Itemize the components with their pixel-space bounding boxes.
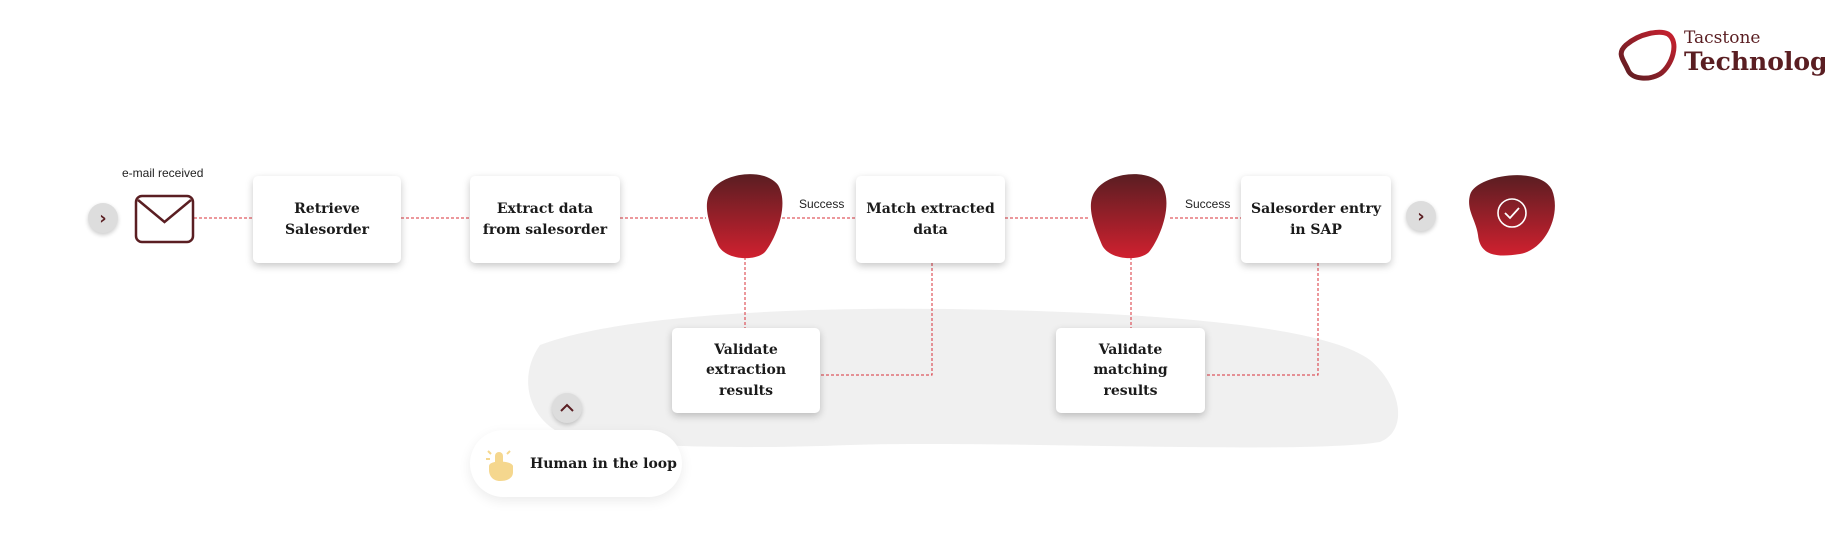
end-event [1469, 175, 1555, 256]
step-validate-extraction[interactable]: Validate extraction results [672, 328, 820, 413]
step-salesorder-entry[interactable]: Salesorder entry in SAP [1241, 176, 1391, 263]
decision-gateway-2 [1090, 174, 1167, 259]
logo-mark [1618, 29, 1677, 81]
step-extract-data[interactable]: Extract data from salesorder [470, 176, 620, 263]
envelope-icon [134, 194, 195, 244]
collapse-button[interactable] [552, 393, 582, 423]
next-arrow-button[interactable]: › [1406, 201, 1436, 231]
human-in-the-loop-pill[interactable]: Human in the loop [470, 430, 682, 497]
trigger-label: e-mail received [122, 166, 204, 180]
step-validate-matching[interactable]: Validate matching results [1056, 328, 1205, 413]
chevron-right-icon: › [1417, 205, 1425, 227]
chevron-right-icon: › [99, 207, 107, 229]
decision-gateway-1 [706, 174, 783, 259]
step-match-data[interactable]: Match extracted data [856, 176, 1005, 263]
hand-tap-icon [486, 449, 513, 481]
logo-text: Tacstone Technology [1684, 28, 1825, 76]
start-arrow-button[interactable]: › [88, 203, 118, 233]
chevron-up-icon [560, 403, 574, 412]
human-in-the-loop-label: Human in the loop [530, 455, 677, 472]
logo-line2: Technology [1684, 47, 1825, 76]
check-circle-icon [1497, 198, 1527, 228]
step-retrieve-salesorder[interactable]: Retrieve Salesorder [253, 176, 401, 263]
logo-line1: Tacstone [1684, 28, 1761, 48]
success-label-2: Success [1185, 197, 1231, 211]
success-label-1: Success [799, 197, 845, 211]
